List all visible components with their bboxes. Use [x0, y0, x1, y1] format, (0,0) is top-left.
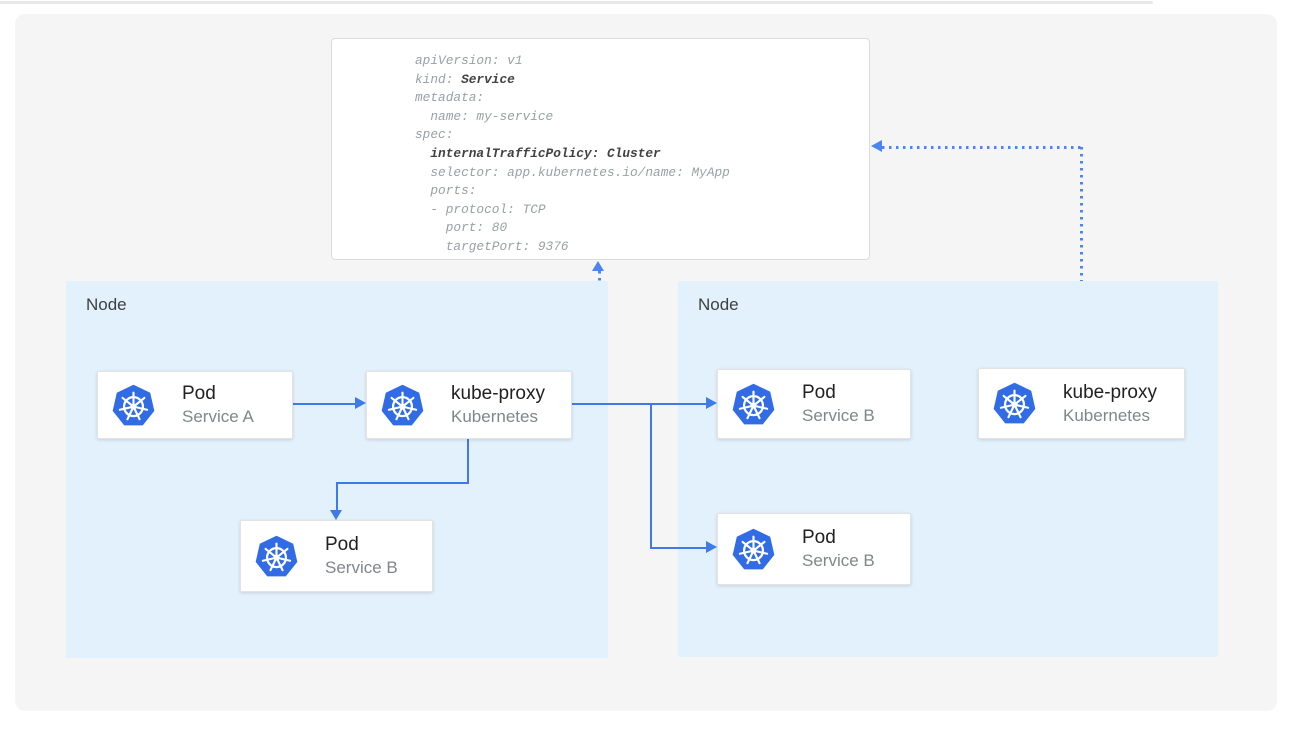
- pod-card-service-a: Pod Service A: [97, 371, 293, 439]
- arrowhead-pod-right-top: [706, 397, 717, 409]
- card-subtitle: Service A: [182, 407, 254, 426]
- kubernetes-logo-icon: [992, 381, 1037, 426]
- code-line: metadata:: [415, 90, 485, 106]
- dotted-line-segment: [882, 146, 1082, 149]
- arrow-branch-vertical: [650, 403, 652, 549]
- kube-proxy-card-left: kube-proxy Kubernetes: [366, 371, 572, 439]
- code-line: apiVersion: v1: [415, 53, 523, 68]
- card-subtitle: Kubernetes: [451, 407, 538, 426]
- card-subtitle: Kubernetes: [1063, 405, 1150, 425]
- kubernetes-logo-icon: [254, 534, 299, 579]
- arrowhead-pod-left-bottom: [330, 510, 342, 520]
- kubernetes-logo-icon: [731, 527, 776, 572]
- code-line: targetPort: 9376: [415, 238, 569, 254]
- card-subtitle: Service B: [802, 551, 875, 570]
- code-line: kind: Service: [415, 71, 515, 87]
- kube-proxy-card-right: kube-proxy Kubernetes: [978, 368, 1185, 439]
- arrow-kubeproxy-down: [467, 439, 469, 484]
- card-title: Pod: [802, 527, 836, 548]
- code-line: name: my-service: [415, 108, 554, 124]
- code-line: internalTrafficPolicy: Cluster: [430, 145, 661, 161]
- code-line: ports:: [415, 183, 477, 199]
- node-right: Node: [678, 281, 1218, 657]
- arrow-branch-horizontal: [650, 547, 706, 549]
- arrow-podA-to-kubeproxy: [293, 403, 355, 405]
- code-line: spec:: [415, 127, 454, 143]
- card-subtitle: Service B: [802, 406, 875, 425]
- card-title: Pod: [182, 383, 216, 404]
- kubernetes-logo-icon: [731, 382, 776, 427]
- arrowhead-podA-to-kubeproxy: [355, 397, 366, 409]
- manifest-code: apiVersion: v1 kind: Service metadata: nam…: [415, 52, 859, 257]
- card-title: Pod: [802, 382, 836, 403]
- arrow-kubeproxy-down2: [336, 482, 338, 510]
- node-left: Node: [66, 281, 608, 658]
- card-title: Pod: [325, 534, 359, 555]
- code-line: selector: app.kubernetes.io/name: MyApp: [415, 164, 730, 180]
- code-line: - protocol: TCP: [415, 201, 546, 217]
- pod-card-service-b-right-top: Pod Service B: [717, 369, 911, 439]
- service-manifest-panel: apiVersion: v1 kind: Service metadata: nam…: [331, 38, 870, 260]
- card-title: kube-proxy: [451, 383, 545, 404]
- arrow-kubeproxy-to-pod-right-top: [572, 403, 706, 405]
- arrowhead-pod-right-bottom: [706, 541, 717, 553]
- pod-card-service-b-right-bottom: Pod Service B: [717, 513, 911, 585]
- arrow-kubeproxy-left: [336, 482, 469, 484]
- node-label: Node: [86, 295, 127, 314]
- kubernetes-logo-icon: [380, 383, 425, 428]
- code-line: port: 80: [415, 220, 508, 236]
- top-divider: [0, 1, 1153, 4]
- pod-card-service-b-left: Pod Service B: [240, 520, 433, 592]
- card-subtitle: Service B: [325, 558, 398, 577]
- node-label: Node: [698, 295, 739, 314]
- kubernetes-logo-icon: [111, 383, 156, 428]
- card-title: kube-proxy: [1063, 381, 1157, 403]
- dotted-arrowhead-to-manifest-right: [871, 140, 882, 152]
- dotted-arrowhead-to-manifest: [592, 261, 604, 271]
- dotted-line-segment: [1080, 147, 1083, 368]
